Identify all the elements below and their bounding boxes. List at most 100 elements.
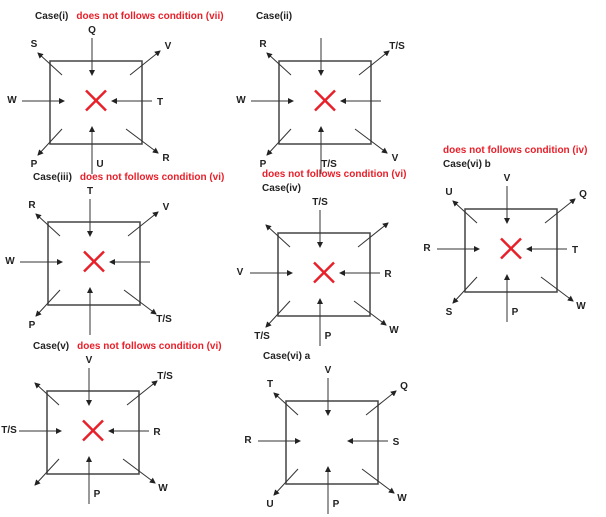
label-top: V bbox=[503, 173, 511, 184]
case-title: Case(vi) b bbox=[443, 159, 491, 170]
label-tr: Q bbox=[400, 381, 408, 392]
label-top: T/S bbox=[312, 197, 328, 208]
label-tr: T/S bbox=[157, 371, 173, 382]
case-title: Case(vi) a bbox=[263, 351, 311, 362]
arrow-tr bbox=[129, 50, 161, 76]
case-box bbox=[49, 60, 143, 145]
label-bottom: P bbox=[332, 499, 340, 510]
arrow-tl bbox=[273, 392, 299, 416]
cross-icon bbox=[314, 89, 336, 112]
label-top: V bbox=[85, 355, 93, 366]
label-top: T bbox=[86, 186, 94, 197]
label-bl: P bbox=[30, 159, 38, 170]
label-right: R bbox=[153, 427, 161, 438]
label-left: W bbox=[5, 256, 15, 267]
condition-note: does not follows condition (vi) bbox=[79, 172, 225, 183]
cross-icon bbox=[313, 261, 335, 284]
label-br: W bbox=[389, 325, 399, 336]
arrow-tl bbox=[35, 213, 61, 237]
label-bottom: U bbox=[96, 159, 104, 170]
cross-icon bbox=[85, 89, 107, 112]
arrow-bl bbox=[452, 276, 478, 304]
case-box bbox=[464, 208, 558, 293]
arrow-tl bbox=[265, 224, 291, 248]
arrow-bl bbox=[34, 458, 60, 486]
case-header: Case(vi) b does not follows condition (iv… bbox=[443, 145, 587, 171]
label-tr: V bbox=[162, 202, 170, 213]
case-header: Case(vi) a bbox=[263, 351, 310, 363]
label-top: V bbox=[324, 365, 332, 376]
label-bl: S bbox=[445, 307, 453, 318]
label-left: R bbox=[423, 243, 431, 254]
label-left: T/S bbox=[1, 425, 17, 436]
condition-note: does not follows condition (iv) bbox=[443, 145, 588, 156]
label-bottom: P bbox=[324, 331, 332, 342]
cross-icon bbox=[500, 237, 522, 260]
label-tr: V bbox=[164, 41, 172, 52]
label-bottom: T/S bbox=[321, 159, 337, 170]
label-right: R bbox=[384, 269, 392, 280]
arrow-tl bbox=[452, 200, 478, 224]
label-right: T bbox=[571, 245, 579, 256]
label-bl: P bbox=[259, 159, 267, 170]
label-br: W bbox=[397, 493, 407, 504]
label-tl: R bbox=[28, 200, 36, 211]
label-bl: P bbox=[28, 320, 36, 331]
label-bl: T/S bbox=[254, 331, 270, 342]
case-header: Case(v) does not follows condition (vi) bbox=[33, 341, 222, 353]
label-br: V bbox=[391, 153, 399, 164]
label-left: W bbox=[7, 95, 17, 106]
label-tl: U bbox=[445, 187, 453, 198]
label-br: W bbox=[576, 301, 586, 312]
label-tr: Q bbox=[579, 189, 587, 200]
case-header: Case(iv) does not follows condition (vi) bbox=[262, 169, 406, 195]
case-title: Case(iii) bbox=[33, 172, 72, 183]
condition-note: does not follows condition (vii) bbox=[76, 11, 224, 22]
label-left: W bbox=[236, 95, 246, 106]
label-tl: R bbox=[259, 39, 267, 50]
arrow-tl bbox=[34, 382, 60, 406]
case-box bbox=[278, 60, 372, 145]
arrow-tr bbox=[127, 211, 159, 237]
label-right: T bbox=[156, 97, 164, 108]
case-title: Case(v) bbox=[33, 341, 70, 352]
arrow-bl bbox=[35, 289, 61, 317]
label-top: Q bbox=[88, 25, 96, 36]
label-tl: S bbox=[30, 39, 38, 50]
arrow-tr bbox=[357, 222, 389, 248]
label-tr: T/S bbox=[389, 41, 405, 52]
arrow-tl bbox=[37, 52, 63, 76]
label-left: R bbox=[244, 435, 252, 446]
case-header: Case(iii) does not follows condition (vi) bbox=[33, 172, 224, 184]
condition-note: does not follows condition (vi) bbox=[262, 169, 407, 180]
label-br: R bbox=[162, 153, 170, 164]
label-br: W bbox=[158, 483, 168, 494]
arrow-bl bbox=[266, 128, 292, 156]
case-title: Case(i) bbox=[35, 11, 69, 22]
case-header: Case(ii) bbox=[256, 11, 292, 23]
case-title: Case(iv) bbox=[262, 183, 301, 194]
arrow-tr bbox=[544, 198, 576, 224]
label-tl: T bbox=[266, 379, 274, 390]
label-bottom: P bbox=[93, 489, 101, 500]
arrow-br bbox=[354, 128, 388, 154]
label-br: T/S bbox=[156, 314, 172, 325]
label-bl: U bbox=[266, 499, 274, 510]
cross-icon bbox=[83, 250, 105, 273]
arrow-br bbox=[361, 468, 395, 494]
label-right: S bbox=[392, 437, 400, 448]
condition-note: does not follows condition (vi) bbox=[77, 341, 222, 352]
arrow-bl bbox=[265, 300, 291, 328]
case-box bbox=[46, 390, 140, 475]
arrow-br bbox=[353, 300, 387, 326]
case-title: Case(ii) bbox=[256, 11, 293, 22]
arrow-br bbox=[123, 289, 157, 315]
arrow-tr bbox=[365, 390, 397, 416]
label-left: V bbox=[236, 267, 244, 278]
label-bottom: P bbox=[511, 307, 519, 318]
case-box bbox=[47, 221, 141, 306]
arrow-br bbox=[125, 128, 159, 154]
arrow-br bbox=[122, 458, 156, 484]
